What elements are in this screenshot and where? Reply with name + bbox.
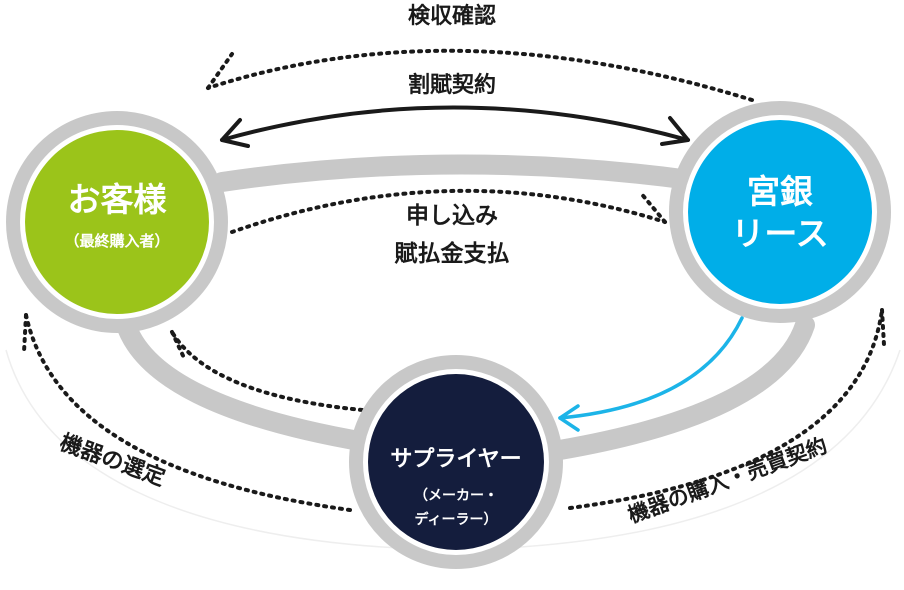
- supplier-node-fill: [368, 374, 544, 550]
- supplier-to-customer-inner-arrow: [170, 330, 364, 412]
- label-purchase-contract: 機器の購入・売買契約: [625, 433, 831, 527]
- customer-title: お客様: [68, 180, 168, 219]
- customer-subtitle: （最終購入者）: [64, 232, 169, 250]
- payment-arrow: [558, 316, 744, 432]
- supplier-subtitle-line1: （メーカー・: [414, 488, 498, 504]
- supplier-node: サプライヤー （メーカー・ ディーラー）: [349, 355, 563, 569]
- miyagin-title-line2: リース: [731, 214, 828, 253]
- connector-ring: [115, 154, 815, 462]
- equipment-selection-arrow: [22, 313, 352, 512]
- label-equipment-selection: 機器の選定: [56, 429, 168, 491]
- label-inspection: 検収確認: [408, 3, 496, 29]
- application-arrow: [230, 188, 667, 234]
- miyagin-title-line1: 宮銀: [747, 172, 813, 211]
- label-application-line1: 申し込み: [406, 202, 498, 229]
- label-application-line2: 賦払金支払: [395, 240, 510, 267]
- customer-node: お客様 （最終購入者）: [6, 111, 228, 333]
- inspection-arrow: [206, 48, 754, 102]
- miyagin-node-fill: [688, 120, 872, 304]
- supplier-title: サプライヤー: [390, 447, 521, 472]
- purchase-contract-arrow: [568, 308, 886, 510]
- customer-node-fill: [25, 130, 209, 314]
- supplier-subtitle-line2: ディーラー）: [414, 511, 497, 528]
- installment-contract-arrow: [220, 105, 690, 148]
- label-installment-contract: 割賦契約: [408, 72, 496, 98]
- miyagin-node: 宮銀 リース: [669, 101, 891, 323]
